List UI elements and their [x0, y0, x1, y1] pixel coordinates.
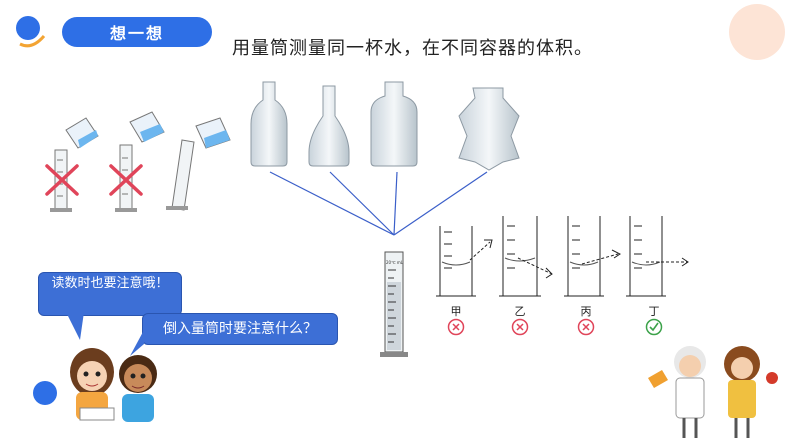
- connector-lines: [269, 171, 488, 236]
- wrong-mark-pouring-2: [109, 164, 143, 196]
- reading-label-4: 丁: [648, 305, 660, 318]
- kids-illustration: [70, 348, 157, 422]
- reading-diagram-2: [499, 216, 553, 297]
- flask-bottle: [308, 85, 350, 167]
- pouring-3: [166, 117, 231, 211]
- reading-diagram-4: [626, 216, 689, 297]
- speech-bubble-reading: 读数时也要注意哦！: [38, 272, 182, 316]
- reading-label-1: 甲: [450, 305, 462, 318]
- pouring-1: [50, 117, 99, 212]
- wrong-icon-reading-2: [511, 318, 529, 336]
- wrong-mark-pouring-1: [45, 164, 79, 196]
- cylinder-label: 20℃ mL: [386, 260, 404, 265]
- check-icon-reading-4: [645, 318, 663, 336]
- speech-bubble-tail-1: [66, 312, 84, 340]
- square-bottle: [370, 81, 418, 167]
- wrong-icon-reading-1: [447, 318, 465, 336]
- wrong-icon-reading-3: [577, 318, 595, 336]
- reading-diagram-1: [436, 226, 493, 297]
- reading-label-2: 乙: [514, 305, 526, 318]
- scientists-illustration: [648, 346, 778, 438]
- speech-bubble-pouring: 倒入量筒时要注意什么？: [142, 313, 338, 345]
- page-title: 想一想: [62, 17, 212, 47]
- page-subtitle: 用量筒测量同一杯水，在不同容器的体积。: [232, 38, 593, 59]
- corner-decoration-bottom-left: [33, 381, 57, 405]
- corner-decoration-top-left: [16, 16, 46, 48]
- reading-diagram-3: [564, 216, 621, 297]
- graduated-cylinder: 20℃ mL: [380, 251, 408, 357]
- bottle-1: [250, 81, 288, 167]
- speech-bubble-tail-2: [130, 330, 144, 356]
- reading-label-3: 丙: [580, 305, 592, 318]
- corner-decoration-top-right: [729, 4, 785, 60]
- star-bottle: [458, 87, 520, 171]
- pouring-2: [115, 111, 165, 212]
